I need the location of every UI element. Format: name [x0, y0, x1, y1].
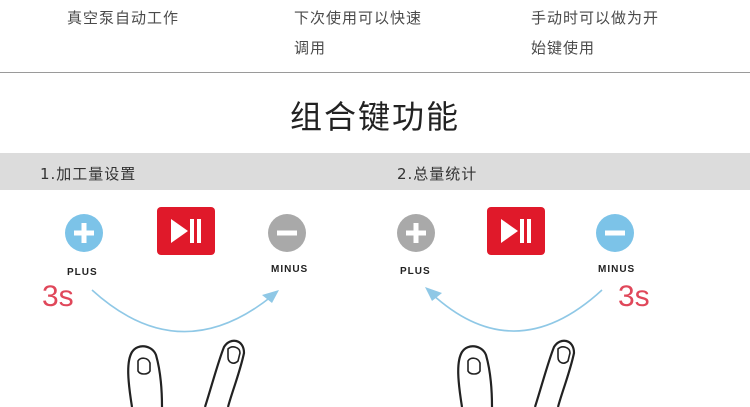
play-pause-icon — [501, 219, 531, 243]
minus-icon — [277, 230, 297, 236]
note-line: 调用 — [294, 39, 327, 57]
minus-icon — [605, 230, 625, 236]
minus-label: MINUS — [271, 264, 309, 275]
note-vacuum: 真空泵自动工作 — [67, 3, 179, 33]
plus-button[interactable] — [65, 214, 103, 252]
two-fingers-icon — [457, 339, 576, 407]
combo-header-band — [0, 153, 750, 190]
divider — [0, 72, 750, 73]
plus-label: PLUS — [400, 266, 431, 277]
plus-icon — [74, 223, 94, 243]
note-line: 下次使用可以快速 — [294, 9, 423, 27]
play-pause-button[interactable] — [157, 207, 215, 255]
note-quick-recall: 下次使用可以快速 调用 — [294, 3, 422, 63]
play-pause-icon — [171, 219, 201, 243]
plus-icon — [406, 223, 426, 243]
note-line: 始键使用 — [531, 39, 596, 57]
two-fingers-icon — [127, 339, 246, 407]
note-start-key: 手动时可以做为开 始键使用 — [531, 3, 659, 63]
play-pause-button[interactable] — [487, 207, 545, 255]
minus-button[interactable] — [268, 214, 306, 252]
section-title: 组合键功能 — [289, 98, 460, 136]
note-line: 真空泵自动工作 — [67, 9, 180, 27]
combo-1-label: 1.加工量设置 — [40, 165, 137, 183]
note-line: 手动时可以做为开 — [531, 9, 660, 27]
hold-time: 3s — [618, 280, 650, 313]
combo-2-label: 2.总量统计 — [397, 165, 478, 183]
plus-label: PLUS — [67, 267, 98, 278]
minus-button[interactable] — [596, 214, 634, 252]
minus-label: MINUS — [598, 264, 636, 275]
hold-time: 3s — [42, 280, 74, 313]
plus-button[interactable] — [397, 214, 435, 252]
